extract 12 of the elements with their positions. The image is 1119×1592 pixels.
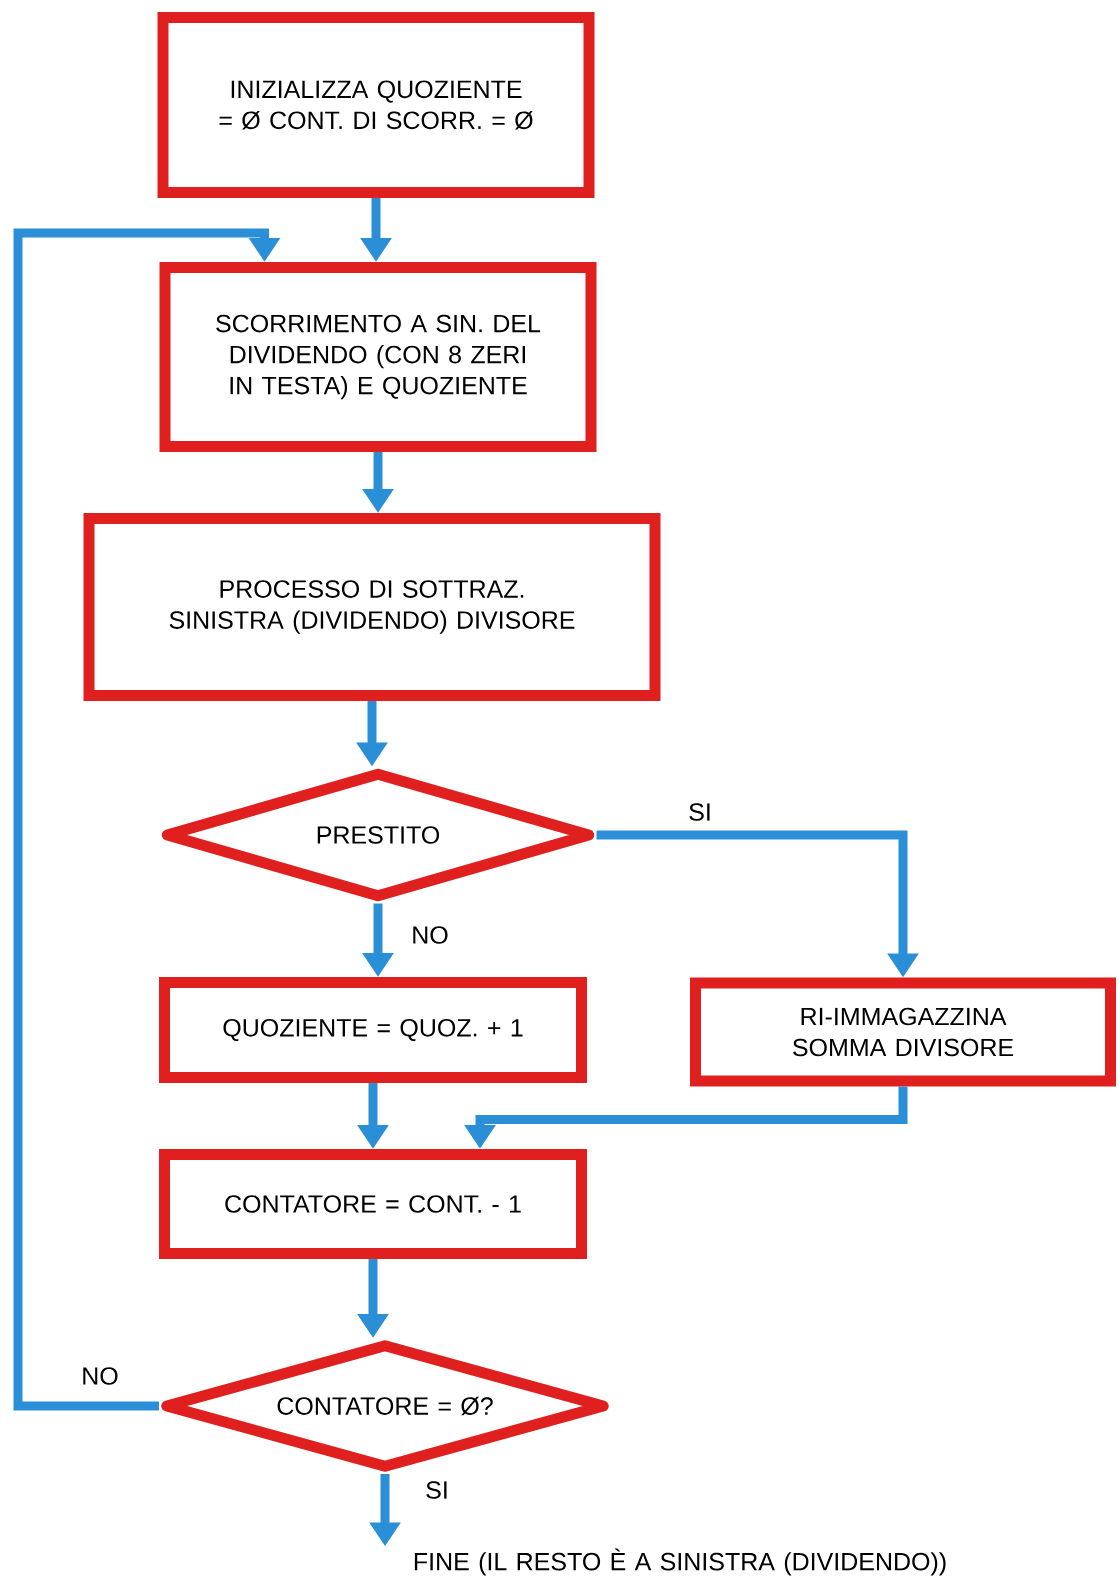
edge-label: NO <box>80 1366 120 1386</box>
arrow <box>13 228 281 1411</box>
edge-label: NO <box>410 925 450 945</box>
end-text: FINE (IL RESTO È A SINISTRA (DIVIDENDO)) <box>414 1548 946 1576</box>
edge-label: SI <box>687 802 713 822</box>
process-box: SCORRIMENTO A SIN. DEL DIVIDENDO (CON 8 ZERI IN TESTA) E QUOZIENTE <box>159 262 597 452</box>
process-box: CONTATORE = CONT. - 1 <box>159 1149 587 1259</box>
process-box: QUOZIENTE = QUOZ. + 1 <box>159 977 587 1083</box>
process-box: INIZIALIZZA QUOZIENTE = Ø CONT. DI SCORR. = Ø <box>157 12 595 198</box>
edge-label: SI <box>424 1480 450 1500</box>
process-box: RI-IMMAGAZZINA SOMMA DIVISORE <box>690 977 1116 1087</box>
process-box: PROCESSO DI SOTTRAZ. SINISTRA (DIVIDENDO) DIVISORE <box>83 513 661 701</box>
